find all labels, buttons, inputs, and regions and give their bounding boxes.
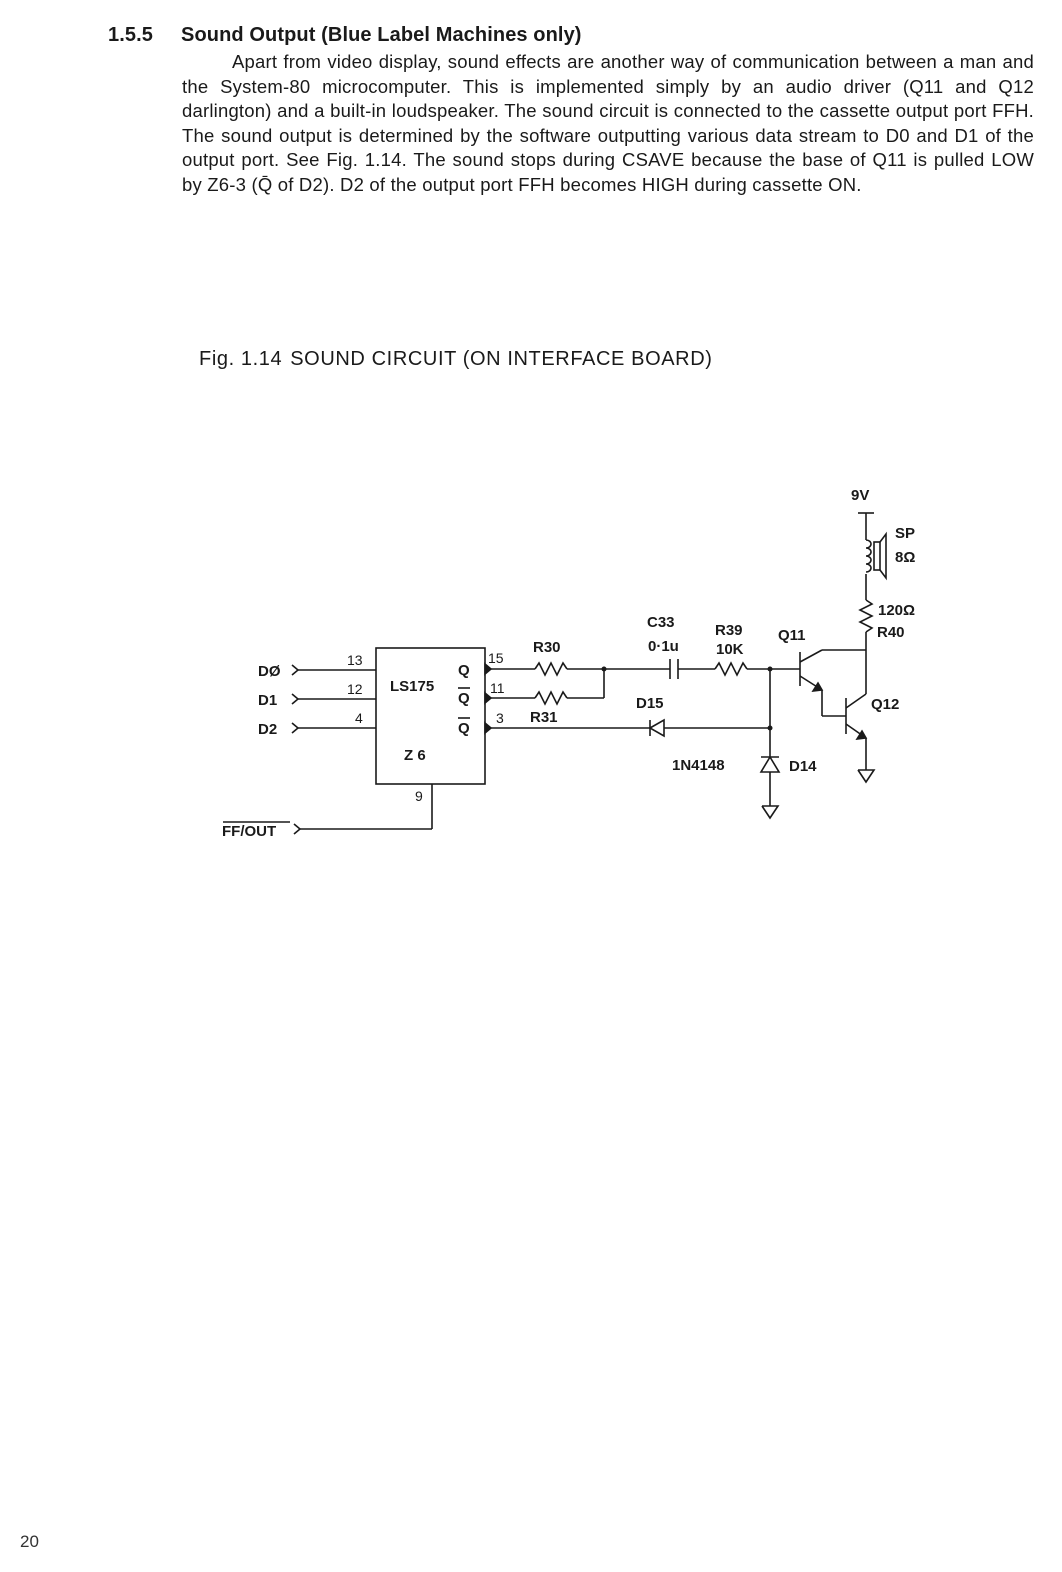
pin-12-label: 12 xyxy=(347,681,363,697)
q12-label: Q12 xyxy=(871,696,899,713)
r40-value-label: 120Ω xyxy=(878,602,915,619)
r31-label: R31 xyxy=(530,709,558,726)
q11-label: Q11 xyxy=(778,627,806,644)
chip-qbar-label-11: Q xyxy=(458,690,470,707)
body-paragraph: Apart from video display, sound effects … xyxy=(182,50,1034,198)
figure-title: SOUND CIRCUIT (ON INTERFACE BOARD) xyxy=(290,348,713,370)
junction-r30-r31 xyxy=(601,666,607,672)
pin-11-label: 11 xyxy=(490,680,505,696)
section-heading: 1.5.5 Sound Output (Blue Label Machines o… xyxy=(108,24,582,47)
r40-ref-label: R40 xyxy=(877,624,905,641)
figure-label: Fig. 1.14 xyxy=(199,348,283,370)
input-d0-wire xyxy=(291,664,376,676)
pin-3-arrow xyxy=(484,721,493,735)
pin-4-label: 4 xyxy=(355,710,363,726)
d14-diode xyxy=(759,755,781,820)
input-d1-wire xyxy=(291,693,376,705)
sound-circuit-schematic: DØ D1 D2 FF/OUT LS175 Z 6 Q Q Q 13 12 4 … xyxy=(222,487,915,840)
pin-15-arrow xyxy=(484,662,493,676)
chip-qbar-label-3: Q xyxy=(458,720,470,737)
r30-label: R30 xyxy=(533,639,561,656)
input-ff-out-wire xyxy=(293,784,433,835)
r39-resistor xyxy=(714,661,800,677)
d15-diode xyxy=(491,718,770,738)
input-d1-label: D1 xyxy=(258,692,277,709)
pin-3-label: 3 xyxy=(496,710,504,726)
chip-ref-label: Z 6 xyxy=(404,747,426,764)
input-d2-label: D2 xyxy=(258,721,277,738)
input-d2-wire xyxy=(291,722,376,734)
d15-label: D15 xyxy=(636,695,664,712)
section-number: 1.5.5 xyxy=(108,24,153,46)
section-title: Sound Output (Blue Label Machines only) xyxy=(181,24,582,46)
speaker-value-label: 8Ω xyxy=(895,549,915,566)
input-ff-out-label: FF/OUT xyxy=(222,823,276,840)
q12-transistor xyxy=(845,693,876,784)
chip-q-label: Q xyxy=(458,662,470,679)
pin-9-label: 9 xyxy=(415,788,423,804)
supply-label: 9V xyxy=(851,487,869,504)
c33-value-label: 0·1u xyxy=(648,638,679,655)
input-d0-label: DØ xyxy=(258,663,281,680)
r39-ref-label: R39 xyxy=(715,622,743,639)
diode-part-label: 1N4148 xyxy=(672,757,725,774)
pin-13-label: 13 xyxy=(347,652,363,668)
paragraph-text: Apart from video display, sound effects … xyxy=(182,51,1034,195)
c33-capacitor xyxy=(669,659,715,679)
pin-11-arrow xyxy=(484,691,493,705)
d14-label: D14 xyxy=(789,758,817,775)
r31-resistor xyxy=(491,669,605,706)
r30-resistor xyxy=(491,661,670,677)
figure-caption: Fig. 1.14 SOUND CIRCUIT (ON INTERFACE BOA… xyxy=(199,348,713,371)
chip-part-label: LS175 xyxy=(390,678,434,695)
supply-and-speaker xyxy=(858,512,887,694)
page-number: 20 xyxy=(20,1532,39,1551)
ls175-chip xyxy=(375,647,486,785)
speaker-ref-label: SP xyxy=(895,525,915,542)
c33-ref-label: C33 xyxy=(647,614,675,631)
pin-15-label: 15 xyxy=(488,650,504,666)
q11-transistor xyxy=(799,649,866,717)
r39-value-label: 10K xyxy=(716,641,744,658)
